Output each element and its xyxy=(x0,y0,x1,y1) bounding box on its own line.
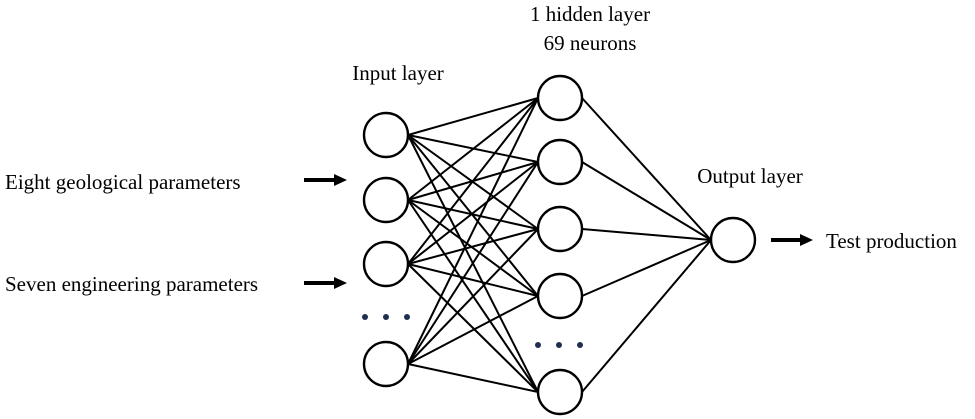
ellipsis-dot xyxy=(362,314,368,320)
connection-edge xyxy=(581,239,712,297)
connection-edge xyxy=(407,228,539,365)
connection-edge xyxy=(407,199,539,230)
hidden-layer xyxy=(535,74,584,416)
engineering-input-arrow xyxy=(304,277,347,289)
connection-edge xyxy=(581,97,712,241)
connection-edge xyxy=(581,239,712,393)
hidden-neuron xyxy=(536,138,584,186)
input-hidden-connections xyxy=(407,97,539,393)
ellipsis-dot xyxy=(577,342,583,348)
connection-edge xyxy=(407,263,539,297)
input-layer xyxy=(362,111,410,388)
input-layer-title: Input layer xyxy=(352,61,444,85)
test-production-label: Test production xyxy=(826,229,957,253)
connection-edge xyxy=(407,97,539,365)
ellipsis-dot xyxy=(556,342,562,348)
connection-edge xyxy=(407,161,539,365)
hidden-layer-title: 1 hidden layer xyxy=(530,2,650,26)
ellipsis-dot xyxy=(404,314,410,320)
output-layer xyxy=(709,216,757,264)
hidden-neuron xyxy=(536,272,584,320)
connection-edge xyxy=(407,363,539,393)
connection-edge xyxy=(407,161,539,265)
input-neuron xyxy=(362,340,410,388)
connection-edge xyxy=(407,97,539,201)
ellipsis-dot xyxy=(535,342,541,348)
hidden-neuron xyxy=(536,205,584,253)
input-neuron xyxy=(362,111,410,159)
input-neuron xyxy=(362,176,410,224)
output-layer-title: Output layer xyxy=(697,164,803,188)
hidden-neuron xyxy=(536,368,584,416)
connection-edge xyxy=(407,295,539,365)
engineering-parameters-label: Seven engineering parameters xyxy=(5,272,258,296)
connection-edge xyxy=(581,161,712,241)
connection-edge xyxy=(407,97,539,136)
connection-edge xyxy=(407,97,539,265)
input-ellipsis xyxy=(362,314,410,320)
hidden-layer-neuron-count: 69 neurons xyxy=(544,31,637,55)
geological-parameters-label: Eight geological parameters xyxy=(5,170,241,194)
hidden-ellipsis xyxy=(535,342,583,348)
geological-input-arrow xyxy=(304,174,347,186)
connection-edge xyxy=(407,228,539,265)
ellipsis-dot xyxy=(383,314,389,320)
connection-edge xyxy=(407,199,539,297)
input-neuron xyxy=(362,240,410,288)
hidden-neuron xyxy=(536,74,584,122)
output-arrow xyxy=(771,234,813,246)
connection-edge xyxy=(407,263,539,393)
connection-edge xyxy=(581,228,712,241)
hidden-output-connections xyxy=(581,97,712,393)
output-neuron xyxy=(709,216,757,264)
